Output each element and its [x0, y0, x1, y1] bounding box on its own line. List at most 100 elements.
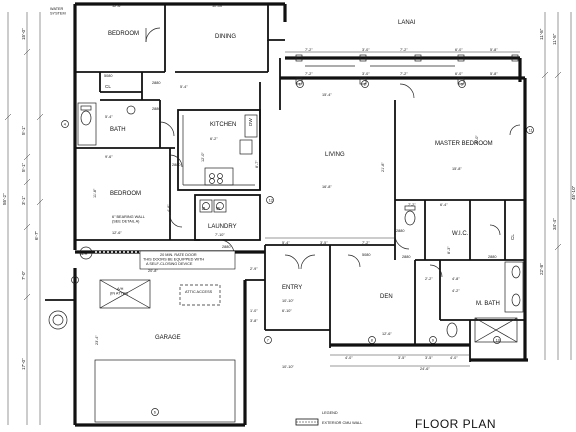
dim: 1'-0" — [250, 309, 258, 313]
right-dimension-strings: 45'-10" 11'-8" 34'-4" 22'-8" 11'-8" — [539, 12, 576, 360]
dim: 4'-0" — [345, 356, 353, 360]
label-attic-access: ATTIC ACCESS — [185, 290, 213, 294]
dim-right-a: 11'-8" — [552, 33, 557, 45]
dim: 3'-0" — [362, 72, 370, 76]
dim: 6'-0" — [455, 48, 463, 52]
dim: 7'-2" — [400, 48, 408, 52]
label-kitchen: KITCHEN — [210, 122, 236, 128]
exterior-walls — [45, 2, 528, 427]
dim: 12'-6" — [382, 332, 392, 336]
dim: 15'-0" — [475, 135, 479, 145]
marker: 8 — [371, 339, 373, 343]
marker: 9 — [432, 339, 434, 343]
door-code: 5080 — [104, 74, 112, 78]
section-markers: 1 2 3 4 5 6 7 8 9 10 11 12 — [61, 80, 534, 416]
dim: 7'-2" — [362, 241, 370, 245]
marker: 2 — [364, 83, 366, 87]
dim: 10'-10" — [282, 365, 294, 369]
marker: 12 — [269, 199, 273, 203]
label-laundry: LAUNDRY — [208, 224, 237, 230]
marker: 6 — [154, 411, 156, 415]
dim-left-seg: 7'-0" — [21, 270, 26, 280]
label-garage: GARAGE — [155, 335, 181, 341]
legend-exterior-cmu-wall: EXTERIOR CMU WALL — [322, 421, 362, 425]
label-cl-right: CL — [510, 234, 515, 240]
label-m-bath: M. BATH — [476, 301, 500, 307]
doors — [145, 27, 521, 278]
dim: 6'-2" — [210, 137, 218, 141]
marker: 3 — [461, 83, 463, 87]
dim-left-seg: 5'-1" — [21, 125, 26, 135]
dim: 7'-2" — [408, 203, 416, 207]
marker: 11 — [529, 129, 533, 133]
dim: 3'-0" — [362, 48, 370, 52]
dim: 9'-6" — [105, 155, 113, 159]
dimension-labels: 12'-6" 11'-10" 7'-2" 3'-0" 7'-2" 6'-0" 5… — [93, 4, 520, 371]
door-code: 2880 — [222, 245, 230, 249]
dim: 3'-5" — [398, 356, 406, 360]
dim: 12'-6" — [112, 231, 122, 235]
dim-left-seg: 3'-1" — [21, 195, 26, 205]
label-ah: A/H(IN ATTIC) — [110, 287, 129, 296]
dim: 10'-10" — [282, 299, 294, 303]
dim: 12'-6" — [112, 4, 122, 8]
dim-right-total: 45'-10" — [571, 185, 576, 200]
dim: 4'-2" — [452, 289, 460, 293]
left-dimension-strings: 55'-2" 15'-0" 5'-1" 5'-1" 3'-1" 7'-0" 17… — [2, 12, 44, 425]
dim-left-seg: 5'-1" — [21, 162, 26, 172]
label-washer: W — [216, 206, 221, 211]
note-bearing-wall: 6" BEARING WALL(SEE DETAIL A) — [112, 215, 145, 224]
interior-walls — [48, 4, 525, 423]
label-wh: W/H — [80, 252, 88, 256]
label-dw: DW — [248, 118, 253, 126]
dim: 7'-2" — [305, 48, 313, 52]
dim-left-seg: 17'-0" — [21, 358, 26, 370]
label-bedroom-mid: BEDROOM — [110, 191, 141, 197]
label-den: DEN — [380, 294, 393, 300]
dim-right-seg: 11'-8" — [539, 28, 544, 40]
note-rate-door: 20 MIN. RATE DOOR THIS DOORS BE EQUIPPED… — [143, 253, 205, 266]
dim: 7'-10" — [215, 233, 225, 237]
dim: 5'-4" — [282, 241, 290, 245]
dim: 11'-10" — [212, 4, 224, 8]
dim: 7'-2" — [305, 72, 313, 76]
plan-title: FLOOR PLAN — [415, 417, 496, 431]
dim-left-seg: 15'-0" — [21, 28, 26, 40]
dim: 6'-10" — [282, 309, 292, 313]
label-master-bedroom: MASTER BEDROOM — [435, 141, 493, 147]
legend-title: LEGEND — [322, 411, 338, 415]
dim: 6'-4" — [440, 203, 448, 207]
dim-left-seg: 6'-7" — [34, 230, 39, 240]
dim: 3'-5" — [320, 241, 328, 245]
label-bath: BATH — [110, 127, 126, 133]
dim: 5'-4" — [105, 115, 113, 119]
dim: 24'-6" — [420, 367, 430, 371]
dim-right-c: 22'-8" — [539, 263, 544, 275]
dim: 5'-8" — [490, 72, 498, 76]
dim: 16'-8" — [322, 185, 332, 189]
dim: 15'-8" — [452, 167, 462, 171]
door-code: 2880 — [152, 107, 160, 111]
door-code: 2880 — [152, 81, 160, 85]
dim: 23'-4" — [95, 335, 99, 345]
label-bedroom-top: BEDROOM — [108, 31, 139, 37]
dim: 6'-0" — [455, 72, 463, 76]
door-code: 5080 — [362, 253, 370, 257]
dim: 8'-7" — [255, 160, 259, 168]
dim-right-b: 34'-4" — [552, 218, 557, 230]
dim: 3'-8" — [250, 319, 258, 323]
dim: 8'-3" — [447, 246, 451, 254]
dim-left-total: 55'-2" — [2, 193, 7, 205]
marker: 7 — [267, 339, 269, 343]
dim: 12'-0" — [201, 152, 205, 162]
label-lanai: LANAI — [398, 20, 416, 26]
marker: 1 — [299, 83, 301, 87]
dim: 7'-2" — [400, 72, 408, 76]
marker: 5 — [74, 279, 76, 283]
label-living: LIVING — [325, 152, 345, 158]
dim: 21'-8" — [381, 162, 385, 172]
dim: 2'-9" — [250, 267, 258, 271]
dim: 11'-8" — [93, 188, 97, 198]
